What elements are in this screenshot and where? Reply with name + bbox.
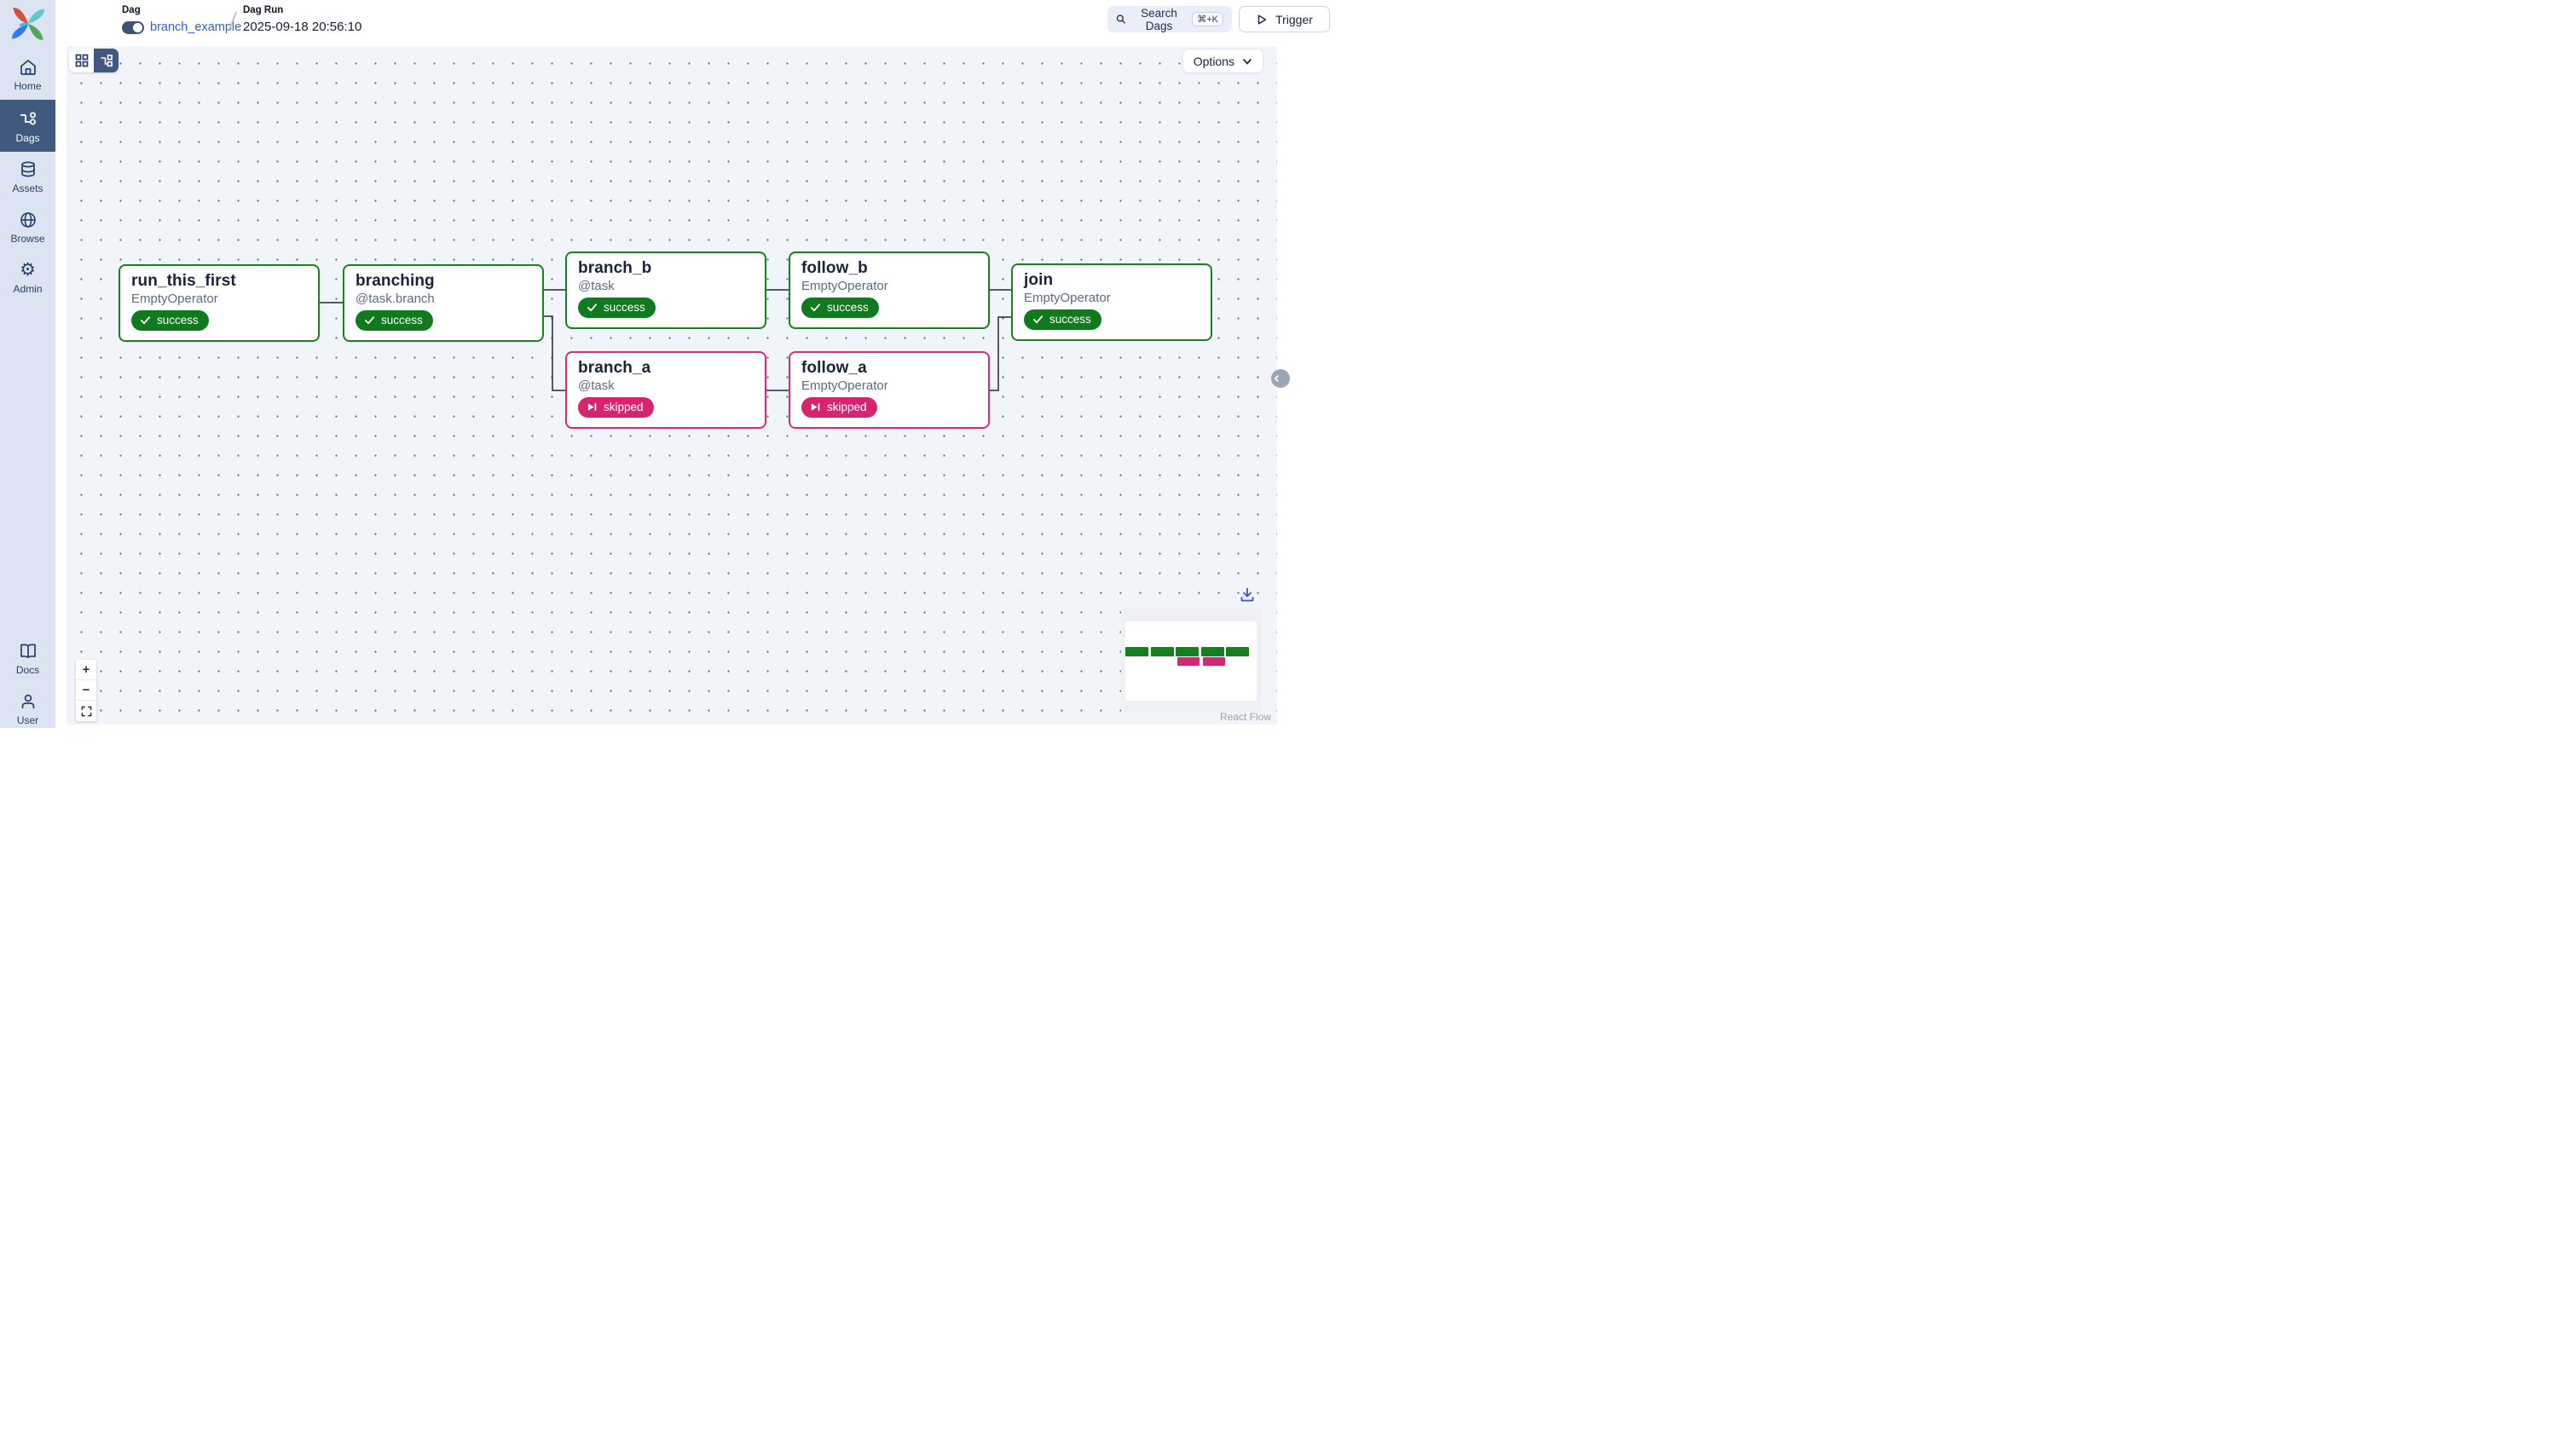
trigger-label: Trigger: [1275, 12, 1313, 26]
sidebar-item-browse[interactable]: Browse: [0, 202, 55, 252]
graph-icon: [101, 55, 113, 67]
sidebar-item-label: Dags: [15, 132, 40, 144]
sidebar-item-label: Admin: [13, 283, 43, 295]
search-label: Search Dags: [1141, 6, 1177, 32]
zoom-controls: + −: [76, 660, 96, 721]
task-node-branching[interactable]: branching @task.branch success: [343, 264, 544, 342]
check-icon: [587, 303, 598, 312]
graph-view-button[interactable]: [94, 49, 119, 72]
panel-expand-handle[interactable]: [1271, 369, 1290, 388]
task-title: run_this_first: [131, 272, 236, 290]
check-icon: [1032, 315, 1043, 324]
options-label: Options: [1193, 54, 1234, 68]
sidebar-item-home[interactable]: Home: [0, 49, 55, 100]
task-status-badge: success: [356, 310, 433, 331]
search-icon: [1116, 14, 1126, 24]
sidebar-item-dags[interactable]: Dags: [0, 100, 55, 152]
zoom-out-button[interactable]: −: [76, 680, 96, 701]
download-icon: [1240, 587, 1254, 602]
task-operator: @task: [578, 378, 615, 393]
dag-run-timestamp: 2025-09-18 20:56:10: [243, 20, 362, 34]
sidebar-item-label: Browse: [10, 233, 45, 245]
task-operator: EmptyOperator: [801, 279, 888, 293]
fit-view-button[interactable]: [76, 701, 96, 721]
grid-view-button[interactable]: [69, 49, 94, 72]
search-shortcut-kbd: ⌘+K: [1192, 12, 1223, 26]
task-node-run_this_first[interactable]: run_this_first EmptyOperator success: [119, 264, 320, 342]
task-status-badge: skipped: [801, 397, 877, 418]
task-node-branch_a[interactable]: branch_a @task skipped: [565, 351, 766, 429]
task-status-badge: success: [1024, 309, 1101, 330]
download-image-button[interactable]: [1238, 586, 1257, 605]
sidebar: Home Dags Assets Browse ⚙ Admin: [0, 0, 55, 728]
minimap-node: [1150, 647, 1174, 656]
task-title: branch_b: [578, 259, 652, 277]
task-status-badge: success: [131, 310, 209, 331]
grid-icon: [75, 54, 88, 67]
task-operator: EmptyOperator: [1024, 291, 1111, 305]
user-icon: [21, 694, 34, 708]
sidebar-item-label: Docs: [15, 664, 40, 676]
header: Dag branch_example Dag Run 2025-09-18 20…: [55, 0, 1330, 46]
sidebar-item-label: User: [16, 714, 39, 726]
book-icon: [20, 644, 36, 659]
task-status-badge: success: [801, 298, 879, 318]
dag-pause-toggle[interactable]: [122, 21, 144, 34]
dag-graph-canvas[interactable]: Options run_this_first EmptyOperator suc…: [66, 46, 1277, 725]
globe-icon: [20, 212, 36, 228]
play-icon: [1257, 14, 1267, 25]
sidebar-item-user[interactable]: User: [0, 684, 55, 728]
task-node-join[interactable]: join EmptyOperator success: [1011, 263, 1212, 341]
task-node-branch_b[interactable]: branch_b @task success: [565, 251, 766, 329]
sidebar-item-docs[interactable]: Docs: [0, 633, 55, 684]
dag-name-link[interactable]: branch_example: [150, 20, 242, 34]
react-flow-attribution[interactable]: React Flow: [1219, 711, 1271, 723]
view-mode-switcher: [69, 49, 119, 72]
dag-edges: [320, 289, 1011, 391]
task-operator: @task.branch: [356, 292, 435, 306]
task-status-badge: success: [578, 298, 656, 318]
breadcrumb-dagrun-label: Dag Run: [243, 5, 284, 15]
options-dropdown[interactable]: Options: [1182, 49, 1263, 73]
task-title: branching: [356, 272, 435, 290]
skip-forward-icon: [811, 403, 820, 411]
check-icon: [364, 316, 375, 325]
minimap-node: [1177, 657, 1200, 666]
check-icon: [140, 316, 151, 325]
task-status-badge: skipped: [578, 397, 654, 418]
task-title: branch_a: [578, 359, 651, 377]
dag-graph-icon: [20, 112, 36, 125]
task-node-follow_a[interactable]: follow_a EmptyOperator skipped: [789, 351, 990, 429]
chevron-down-icon: [1243, 58, 1252, 65]
trigger-button[interactable]: Trigger: [1239, 6, 1330, 32]
sidebar-item-label: Home: [14, 80, 42, 92]
task-operator: EmptyOperator: [131, 292, 218, 306]
home-icon: [20, 60, 36, 75]
sidebar-item-assets[interactable]: Assets: [0, 152, 55, 202]
minimap-node: [1202, 657, 1225, 666]
graph-minimap[interactable]: [1121, 607, 1261, 712]
breadcrumb-dag-label: Dag: [122, 5, 141, 15]
search-dags-button[interactable]: Search Dags ⌘+K: [1107, 6, 1232, 32]
task-operator: EmptyOperator: [801, 378, 888, 393]
gear-icon: ⚙: [20, 260, 36, 280]
fit-view-icon: [81, 706, 91, 716]
chevron-left-icon: [1274, 375, 1279, 382]
zoom-in-button[interactable]: +: [76, 660, 96, 680]
sidebar-item-admin[interactable]: ⚙ Admin: [0, 252, 55, 303]
airflow-logo[interactable]: [9, 5, 47, 43]
task-title: follow_a: [801, 359, 867, 377]
minimap-node: [1176, 647, 1199, 656]
task-title: join: [1024, 271, 1054, 289]
task-title: follow_b: [801, 259, 868, 277]
database-icon: [20, 161, 35, 177]
minimap-node: [1125, 647, 1148, 656]
minimap-node: [1226, 647, 1249, 656]
minimap-node: [1200, 647, 1224, 656]
task-node-follow_b[interactable]: follow_b EmptyOperator success: [789, 251, 990, 329]
check-icon: [810, 303, 821, 312]
sidebar-item-label: Assets: [12, 182, 43, 194]
task-operator: @task: [578, 279, 615, 293]
skip-forward-icon: [587, 403, 597, 411]
